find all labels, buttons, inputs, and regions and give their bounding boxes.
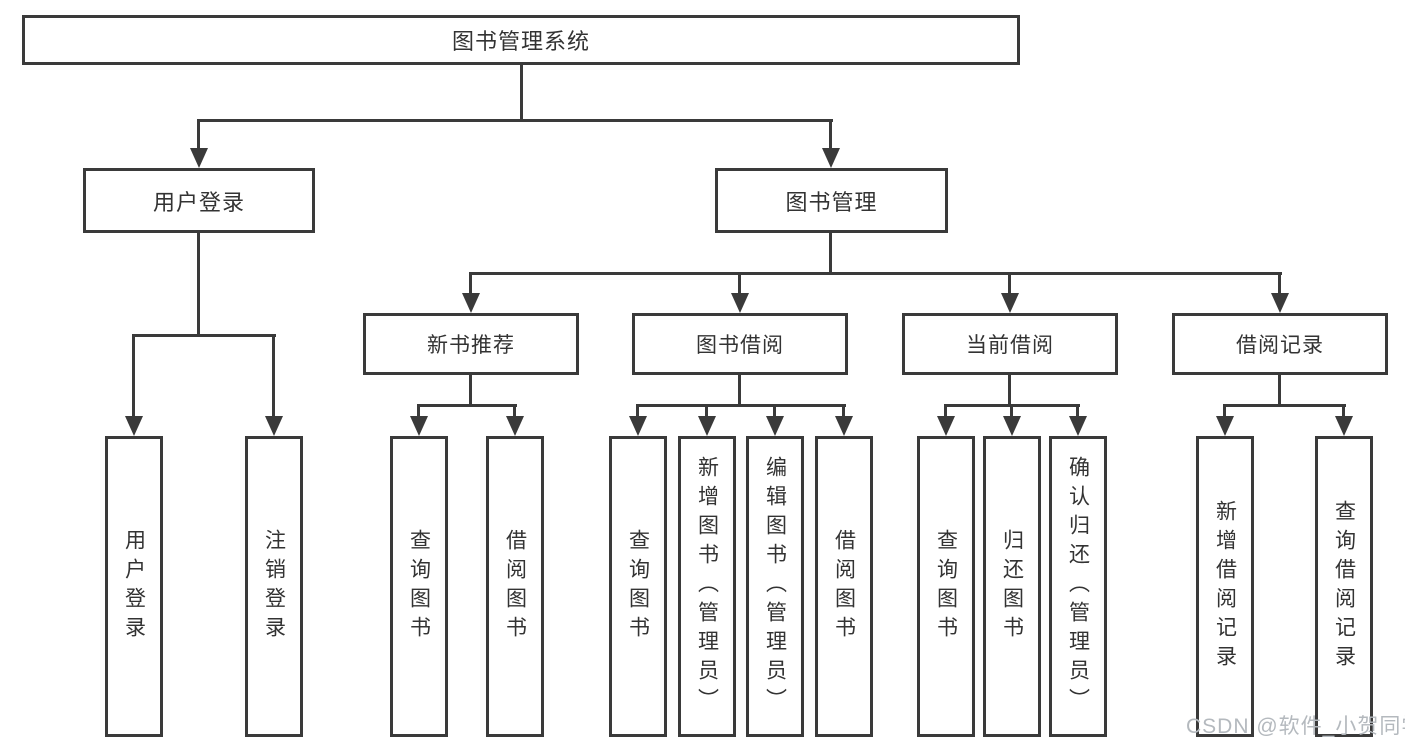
connector-line bbox=[1278, 375, 1281, 407]
arrowhead-down-icon bbox=[937, 416, 955, 436]
connector-line bbox=[513, 404, 516, 418]
arrowhead-down-icon bbox=[698, 416, 716, 436]
connector-line bbox=[417, 404, 517, 407]
connector-line bbox=[417, 404, 420, 418]
connector-line bbox=[1010, 404, 1013, 418]
connector-line bbox=[197, 119, 200, 152]
connector-line bbox=[842, 404, 845, 418]
connector-line bbox=[469, 272, 472, 295]
node-book-borrow-label: 图书借阅 bbox=[696, 334, 784, 357]
node-current-borrow-label: 当前借阅 bbox=[966, 334, 1054, 357]
connector-line bbox=[1008, 375, 1011, 407]
leaf-cur-confirm-admin-label: 确认归还（管理员） bbox=[1066, 456, 1090, 717]
arrowhead-down-icon bbox=[731, 293, 749, 313]
arrowhead-down-icon bbox=[462, 293, 480, 313]
connector-line bbox=[829, 233, 832, 275]
arrowhead-down-icon bbox=[190, 148, 208, 168]
leaf-user-login-label: 用户登录 bbox=[122, 528, 146, 645]
leaf-cur-query-book-label: 查询图书 bbox=[934, 528, 958, 645]
arrowhead-down-icon bbox=[1216, 416, 1234, 436]
leaf-cur-query-book: 查询图书 bbox=[917, 436, 975, 737]
leaf-bb-borrow-book: 借阅图书 bbox=[815, 436, 873, 737]
node-book-mgmt: 图书管理 bbox=[715, 168, 948, 233]
leaf-rec-query-book: 查询图书 bbox=[390, 436, 448, 737]
connector-line bbox=[1223, 404, 1346, 407]
arrowhead-down-icon bbox=[629, 416, 647, 436]
arrowhead-down-icon bbox=[822, 148, 840, 168]
connector-line bbox=[738, 375, 741, 407]
leaf-logout: 注销登录 bbox=[245, 436, 303, 737]
leaf-rec-query-record: 查询借阅记录 bbox=[1315, 436, 1373, 737]
node-user-login-label: 用户登录 bbox=[152, 189, 245, 215]
leaf-cur-return-book-label: 归还图书 bbox=[1000, 528, 1024, 645]
csdn-watermark: CSDN @软件_小贺同学 bbox=[1186, 715, 1405, 738]
leaf-bb-edit-book-admin-label: 编辑图书（管理员） bbox=[763, 456, 787, 717]
leaf-cur-confirm-admin: 确认归还（管理员） bbox=[1049, 436, 1107, 737]
node-book-mgmt-label: 图书管理 bbox=[785, 189, 878, 215]
connector-line bbox=[705, 404, 708, 418]
node-book-borrow: 图书借阅 bbox=[632, 313, 848, 375]
leaf-logout-label: 注销登录 bbox=[262, 528, 286, 645]
node-new-book-rec-label: 新书推荐 bbox=[427, 334, 515, 357]
connector-line bbox=[773, 404, 776, 418]
leaf-rec-query-record-label: 查询借阅记录 bbox=[1332, 499, 1356, 674]
node-current-borrow: 当前借阅 bbox=[902, 313, 1118, 375]
leaf-rec-query-book-label: 查询图书 bbox=[407, 528, 431, 645]
leaf-bb-edit-book-admin: 编辑图书（管理员） bbox=[746, 436, 804, 737]
arrowhead-down-icon bbox=[1003, 416, 1021, 436]
connector-line bbox=[197, 119, 833, 122]
leaf-rec-borrow-book-label: 借阅图书 bbox=[503, 528, 527, 645]
arrowhead-down-icon bbox=[1069, 416, 1087, 436]
leaf-user-login: 用户登录 bbox=[105, 436, 163, 737]
leaf-cur-return-book: 归还图书 bbox=[983, 436, 1041, 737]
arrowhead-down-icon bbox=[265, 416, 283, 436]
arrowhead-down-icon bbox=[1001, 293, 1019, 313]
node-borrow-record-label: 借阅记录 bbox=[1236, 334, 1324, 357]
arrowhead-down-icon bbox=[766, 416, 784, 436]
leaf-rec-add-record-label: 新增借阅记录 bbox=[1213, 499, 1237, 674]
connector-line bbox=[272, 334, 275, 418]
leaf-bb-query-book-label: 查询图书 bbox=[626, 528, 650, 645]
connector-line bbox=[829, 119, 832, 152]
connector-line bbox=[469, 375, 472, 407]
connector-line bbox=[132, 334, 135, 418]
connector-line bbox=[636, 404, 846, 407]
connector-line bbox=[469, 272, 1282, 275]
connector-line bbox=[636, 404, 639, 418]
connector-line bbox=[1278, 272, 1281, 295]
arrowhead-down-icon bbox=[1271, 293, 1289, 313]
node-user-login: 用户登录 bbox=[83, 168, 315, 233]
connector-line bbox=[944, 404, 947, 418]
arrowhead-down-icon bbox=[410, 416, 428, 436]
connector-line bbox=[520, 65, 523, 121]
connector-line bbox=[1342, 404, 1345, 418]
node-root: 图书管理系统 bbox=[22, 15, 1020, 65]
node-root-label: 图书管理系统 bbox=[451, 29, 590, 54]
connector-line bbox=[1008, 272, 1011, 295]
arrowhead-down-icon bbox=[506, 416, 524, 436]
leaf-rec-add-record: 新增借阅记录 bbox=[1196, 436, 1254, 737]
arrowhead-down-icon bbox=[1335, 416, 1353, 436]
connector-line bbox=[197, 233, 200, 337]
leaf-bb-borrow-book-label: 借阅图书 bbox=[832, 528, 856, 645]
leaf-bb-add-book-admin: 新增图书（管理员） bbox=[678, 436, 736, 737]
arrowhead-down-icon bbox=[125, 416, 143, 436]
leaf-bb-query-book: 查询图书 bbox=[609, 436, 667, 737]
node-borrow-record: 借阅记录 bbox=[1172, 313, 1388, 375]
arrowhead-down-icon bbox=[835, 416, 853, 436]
connector-line bbox=[1076, 404, 1079, 418]
connector-line bbox=[132, 334, 276, 337]
leaf-bb-add-book-admin-label: 新增图书（管理员） bbox=[695, 456, 719, 717]
leaf-rec-borrow-book: 借阅图书 bbox=[486, 436, 544, 737]
connector-line bbox=[738, 272, 741, 295]
connector-line bbox=[1223, 404, 1226, 418]
node-new-book-rec: 新书推荐 bbox=[363, 313, 579, 375]
